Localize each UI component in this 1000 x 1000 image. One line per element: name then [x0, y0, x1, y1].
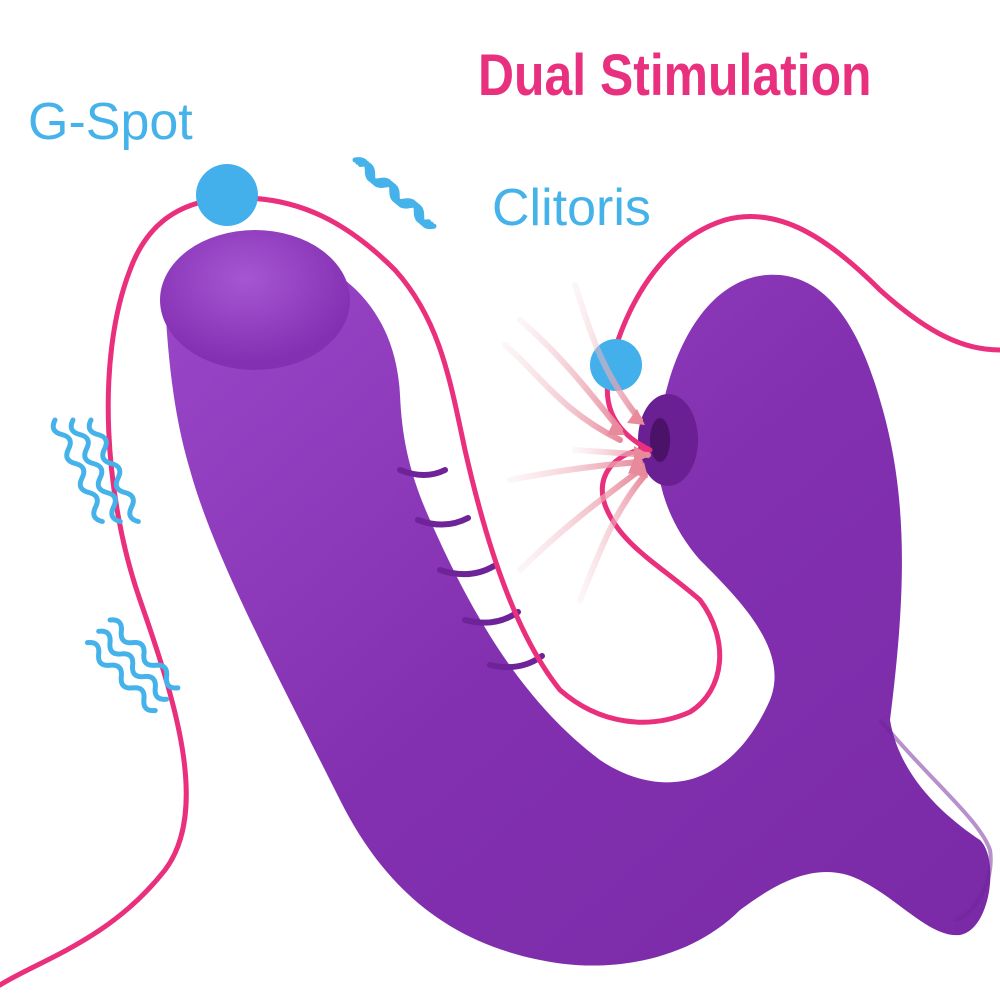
vibration-waves-top: [352, 157, 437, 230]
suction-hole: [650, 418, 670, 462]
suction-arrows-icon: [502, 282, 651, 603]
headline: Dual Stimulation: [478, 43, 872, 108]
g-spot-label: G-Spot: [28, 93, 193, 151]
vibration-waves-left-upper: [50, 417, 141, 525]
suction-arrowheads: [607, 409, 650, 478]
clitoris-label: Clitoris: [492, 179, 651, 237]
texture-ridges: [397, 467, 545, 671]
device-flange-shadow: [878, 718, 993, 922]
anatomy-outline: [0, 195, 1000, 988]
vibration-waves-left-lower: [84, 617, 181, 714]
insertable-tip: [160, 230, 350, 370]
g-spot-marker-icon: [196, 164, 258, 226]
device-body: [160, 230, 993, 966]
clitoris-marker-icon: [590, 339, 642, 391]
device-silhouette: [164, 244, 991, 966]
